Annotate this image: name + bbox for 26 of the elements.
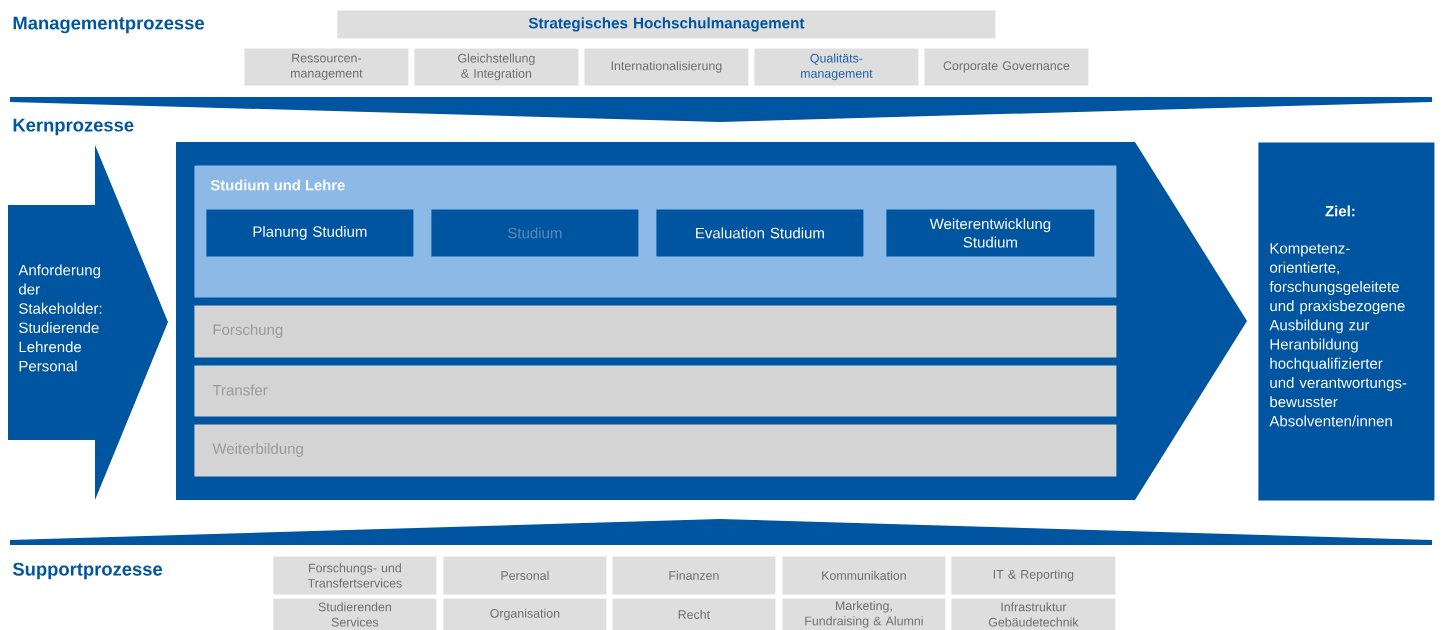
- process-box: Corporate Governance: [924, 48, 1089, 86]
- process-box: Forschungs- und Transfertservices: [273, 556, 437, 595]
- process-box: Weiterentwicklung Studium: [886, 209, 1095, 257]
- process-bar: Forschung: [194, 305, 1117, 358]
- process-box: Marketing, Fundraising & Alumni: [782, 598, 946, 630]
- process-box: Kommunikation: [782, 556, 946, 595]
- section-heading: Managementprozesse: [13, 16, 204, 34]
- process-box: Organisation: [443, 598, 607, 630]
- process-box: IT & Reporting: [951, 556, 1116, 595]
- process-bar: Transfer: [194, 365, 1117, 417]
- process-box: Strategisches Hochschulmanagement: [337, 10, 996, 39]
- process-box: Planung Studium: [206, 209, 414, 257]
- process-box: Infrastruktur Gebäudetechnik: [951, 598, 1116, 630]
- process-box: Internationalisierung: [584, 48, 749, 86]
- section-heading: Supportprozesse: [12, 562, 163, 580]
- process-box: Studierenden Services: [273, 598, 437, 630]
- goal-box: Ziel: Kompetenz-orientierte, forschungsgeleitete und praxisbezogene Ausbildung zur Heranbildung hochqualifizierter und verantwortungs-bewusster Absolventen/innen: [1258, 142, 1435, 501]
- process-box: Finanzen: [612, 556, 776, 595]
- process-box: Studium: [431, 209, 639, 257]
- process-box: Evaluation Studium: [656, 209, 864, 257]
- process-box: Recht: [612, 598, 776, 630]
- process-box: Gleichstellung & Integration: [414, 48, 579, 86]
- process-box: Qualitäts-management: [754, 48, 919, 86]
- process-box: Personal: [443, 556, 607, 595]
- process-box: Ressourcen-management: [244, 48, 409, 86]
- process-bar: Weiterbildung: [194, 424, 1117, 477]
